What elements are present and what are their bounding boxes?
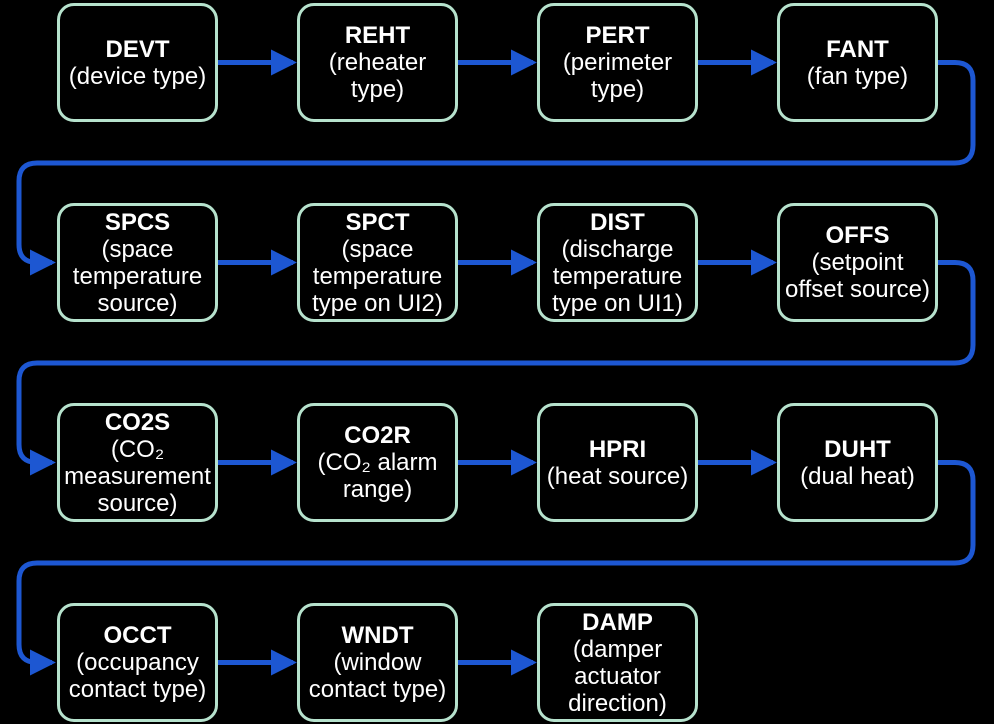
node-spcs: SPCS (space temperature source) bbox=[57, 203, 218, 322]
node-code: SPCS bbox=[104, 208, 171, 236]
node-dist: DIST (discharge temperature type on UI1) bbox=[537, 203, 698, 322]
node-desc: (discharge temperature type on UI1) bbox=[552, 235, 683, 317]
node-co2s: CO2S (CO₂ measurement source) bbox=[57, 403, 218, 522]
flow-arrow-duht-occt bbox=[16, 460, 976, 676]
node-code: OFFS bbox=[825, 222, 890, 249]
node-code: WNDT bbox=[341, 622, 414, 649]
node-desc: (space temperature type on UI2) bbox=[312, 235, 443, 317]
node-desc: (perimeter type) bbox=[562, 49, 673, 103]
node-desc: (setpoint offset source) bbox=[785, 249, 930, 303]
node-spct: SPCT (space temperature type on UI2) bbox=[297, 203, 458, 322]
node-desc: (window contact type) bbox=[308, 649, 447, 703]
node-code: DAMP bbox=[582, 608, 653, 636]
node-fant: FANT (fan type) bbox=[777, 3, 938, 122]
node-desc: (damper actuator direction) bbox=[568, 635, 667, 717]
node-code: FANT bbox=[826, 35, 889, 63]
node-code: DIST bbox=[590, 208, 645, 236]
node-desc: (heat source) bbox=[546, 462, 689, 490]
node-code: SPCT bbox=[345, 208, 410, 236]
node-code: HPRI bbox=[588, 435, 647, 463]
node-desc: (CO₂ measurement source) bbox=[64, 435, 211, 517]
node-desc: (device type) bbox=[68, 62, 207, 90]
node-damp: DAMP (damper actuator direction) bbox=[537, 603, 698, 722]
node-code: DEVT bbox=[105, 35, 170, 63]
node-devt: DEVT (device type) bbox=[57, 3, 218, 122]
node-code: PERT bbox=[585, 22, 650, 49]
node-duht: DUHT (dual heat) bbox=[777, 403, 938, 522]
node-desc: (occupancy contact type) bbox=[68, 649, 207, 703]
node-occt: OCCT (occupancy contact type) bbox=[57, 603, 218, 722]
node-desc: (fan type) bbox=[806, 62, 909, 90]
node-code: OCCT bbox=[103, 622, 172, 649]
node-desc: (CO₂ alarm range) bbox=[317, 449, 438, 503]
node-desc: (reheater type) bbox=[328, 49, 427, 103]
node-code: CO2R bbox=[344, 422, 411, 449]
node-reht: REHT (reheater type) bbox=[297, 3, 458, 122]
node-hpri: HPRI (heat source) bbox=[537, 403, 698, 522]
node-code: CO2S bbox=[104, 408, 171, 436]
node-desc: (space temperature source) bbox=[72, 235, 203, 317]
flow-arrow-offs-co2s bbox=[16, 260, 976, 476]
node-pert: PERT (perimeter type) bbox=[537, 3, 698, 122]
node-code: REHT bbox=[344, 22, 411, 49]
node-wndt: WNDT (window contact type) bbox=[297, 603, 458, 722]
node-offs: OFFS (setpoint offset source) bbox=[777, 203, 938, 322]
node-code: DUHT bbox=[824, 435, 891, 463]
node-co2r: CO2R (CO₂ alarm range) bbox=[297, 403, 458, 522]
node-desc: (dual heat) bbox=[800, 462, 915, 490]
flow-arrow-fant-spcs bbox=[16, 60, 976, 276]
